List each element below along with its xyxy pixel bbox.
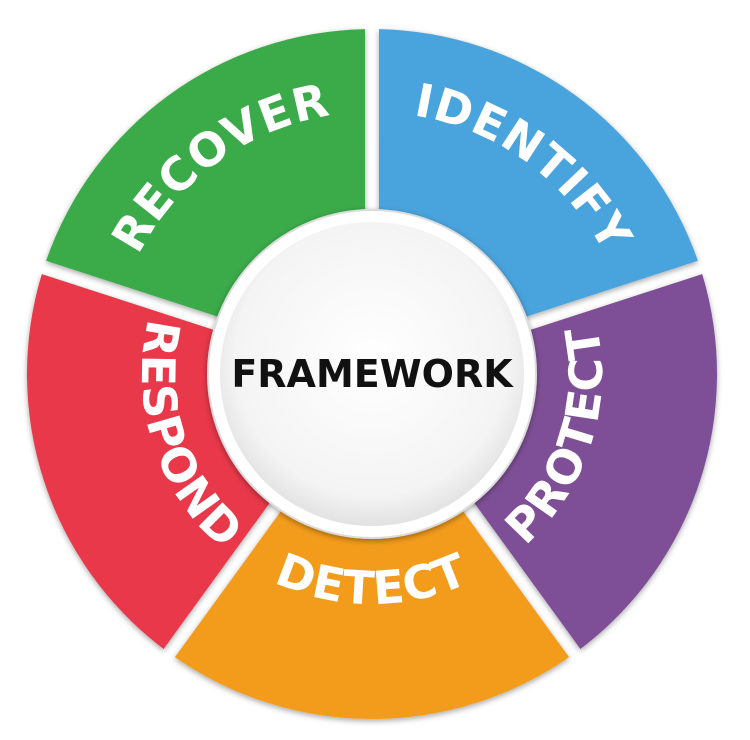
segment-recover: [46, 29, 366, 318]
center-circle: [220, 222, 524, 526]
segment-identify: [378, 29, 698, 318]
segment-detect: [174, 507, 570, 719]
center-label: FRAMEWORK: [231, 352, 514, 396]
